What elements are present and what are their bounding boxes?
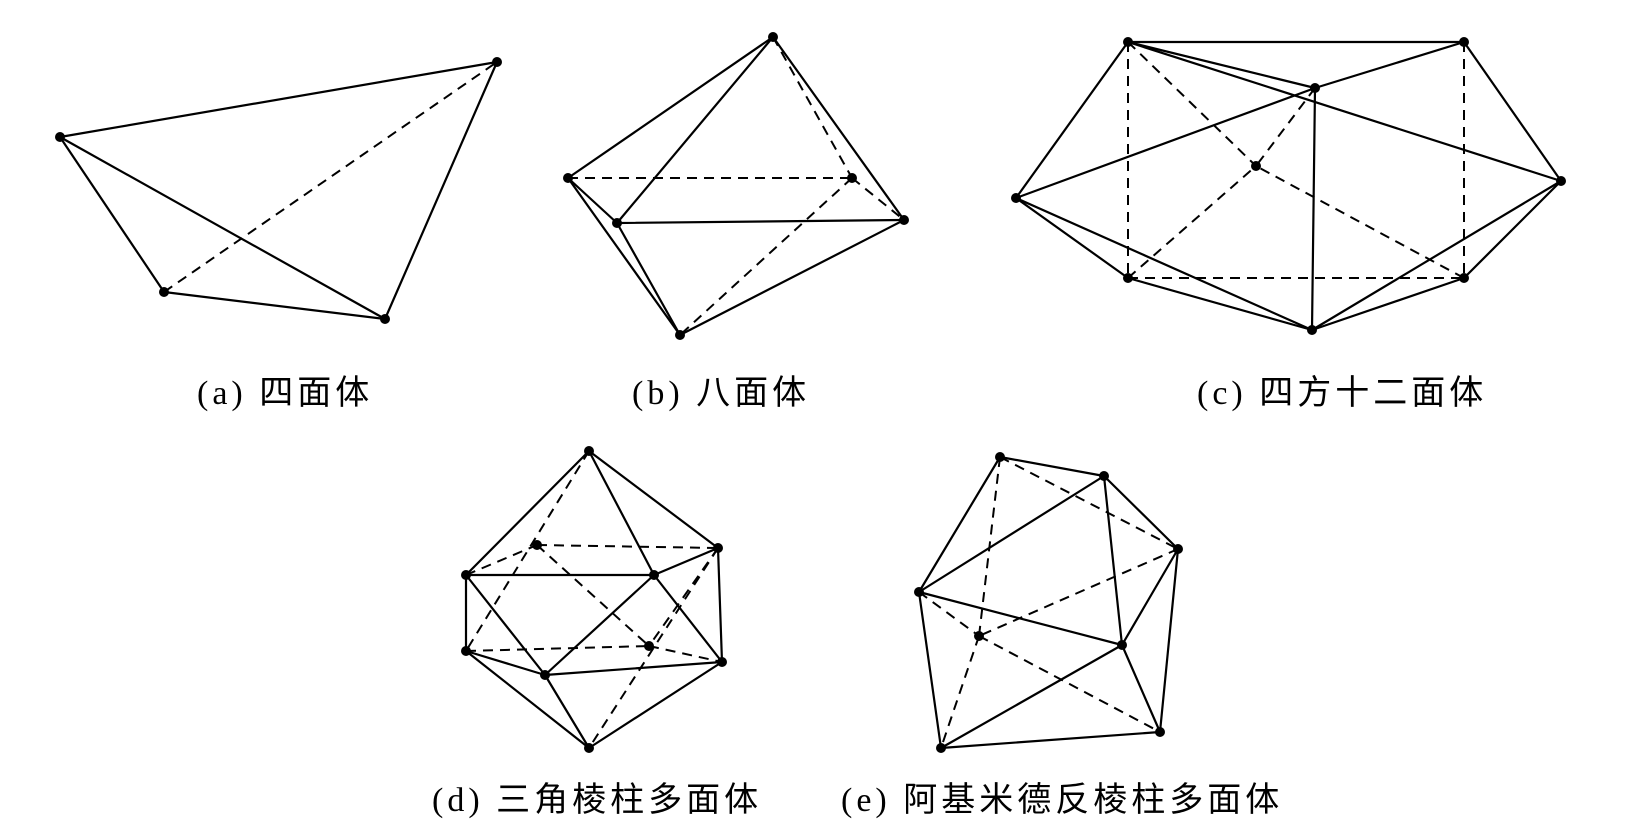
caption-c: (c) 四方十二面体 [1197,374,1487,412]
caption-d: (d) 三角棱柱多面体 [432,781,762,819]
panel-b-octahedron [563,32,909,340]
dodecahedron-solid-edges [1014,40,1563,332]
panel-a-tetrahedron [55,57,502,324]
prism-solid-edges [464,449,724,750]
prism-vertices [461,446,727,753]
caption-a: (a) 四面体 [197,375,373,412]
dodecahedron-hidden-edges [1127,41,1465,279]
caption-b: (b) 八面体 [632,375,810,412]
prism-hidden-edges [465,450,723,749]
octahedron-vertices [563,32,909,340]
octahedron-solid-edges [566,35,906,337]
caption-e: (e) 阿基米德反棱柱多面体 [841,781,1283,819]
antiprism-vertices [914,452,1183,753]
antiprism-solid-edges [917,455,1180,750]
panel-e-archimedean-antiprism [914,452,1183,753]
dodecahedron-vertices [1011,37,1566,335]
antiprism-hidden-edges [918,456,1179,749]
octahedron-hidden-edges [568,36,905,336]
panel-c-tetragonal-dodecahedron [1011,37,1566,335]
tetrahedron-solid-edges [58,60,499,321]
tetrahedron-vertices [55,57,502,324]
panel-d-tricapped-trigonal-prism [461,446,727,753]
